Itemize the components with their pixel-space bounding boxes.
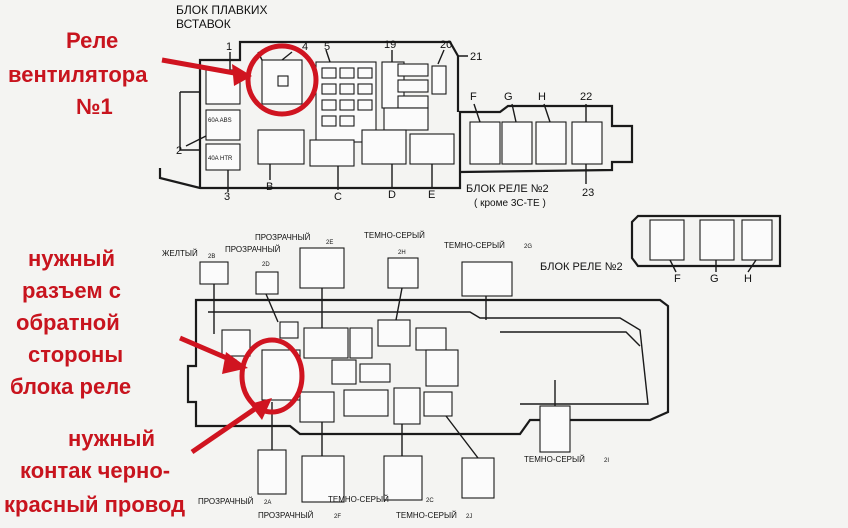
connector-2g-label: 2G [524, 244, 532, 250]
connector-2j-label: 2J [466, 514, 472, 520]
num-23: 23 [582, 187, 594, 199]
annotation-connector-3: обратной [16, 310, 120, 335]
label-g: G [504, 91, 513, 103]
connector-2i-label: 2I [604, 458, 609, 464]
annotation-fan-relay-1: Реле [66, 28, 118, 53]
annotation-connector-1: нужный [28, 246, 115, 271]
except-label: ( кроме 3С-TE ) [474, 198, 546, 209]
label-c: C [334, 191, 342, 203]
fuse-40a-htr [205, 143, 241, 171]
connector-2e [299, 247, 345, 289]
fan-relay-circle [245, 43, 319, 117]
relay-b [257, 129, 305, 165]
connector-2d-label: 2D [262, 262, 270, 268]
connector-2b [199, 261, 229, 285]
annotation-contact-3: красный провод [4, 492, 185, 517]
num-3: 3 [224, 191, 230, 203]
num-19: 19 [384, 39, 396, 51]
transparent-label-4: ПРОЗРАЧНЫЙ [258, 511, 314, 520]
annotation-contact-1: нужный [68, 426, 155, 451]
fuse-60a-abs [205, 109, 241, 141]
annotation-contact-2: контак черно- [20, 458, 170, 483]
annotation-connector-5: блока реле [10, 374, 131, 399]
annotation-connector-4: стороны [28, 342, 123, 367]
annotation-fan-relay-3: №1 [76, 94, 113, 119]
connector-circle [239, 337, 305, 415]
relay-d [361, 129, 407, 165]
label-b: B [266, 181, 273, 193]
fuse-60a-abs-label: 60A ABS [208, 118, 232, 124]
dark-grey-label-5: ТЕМНО-СЕРЫЙ [396, 511, 457, 520]
connector-2f-label: 2F [334, 514, 341, 520]
connector-2h [387, 257, 419, 289]
relay-g [501, 121, 533, 165]
dark-grey-label-4: ТЕМНО-СЕРЫЙ [328, 495, 389, 504]
connector-2d [255, 271, 279, 295]
connector-2b-label: 2B [208, 254, 215, 260]
label-g-right: G [710, 273, 719, 285]
relay-e [409, 133, 455, 165]
connector-2c-label: 2C [426, 498, 434, 504]
relay-c [309, 139, 355, 167]
num-5: 5 [324, 41, 330, 53]
connector-2j [461, 457, 495, 499]
connector-2h-label: 2H [398, 250, 406, 256]
connector-2a [257, 449, 287, 495]
label-h-right: H [744, 273, 752, 285]
connector-2f [383, 455, 423, 501]
relay-h [535, 121, 567, 165]
yellow-label: ЖЕЛТЫЙ [162, 249, 198, 258]
dark-grey-label-2: ТЕМНО-СЕРЫЙ [444, 241, 505, 250]
dark-grey-label-3: ТЕМНО-СЕРЫЙ [524, 455, 585, 464]
relay-block-2-right-label: БЛОК РЕЛЕ №2 [540, 261, 623, 273]
top-fuse-block [158, 40, 634, 192]
connector-2a-label: 2A [264, 500, 271, 506]
label-h: H [538, 91, 546, 103]
dark-grey-label-1: ТЕМНО-СЕРЫЙ [364, 231, 425, 240]
label-f: F [470, 91, 477, 103]
connector-2i [539, 405, 571, 453]
connector-2c [301, 455, 345, 503]
transparent-label-3: ПРОЗРАЧНЫЙ [198, 497, 254, 506]
bottom-junction-block [186, 298, 670, 436]
num-20: 20 [440, 39, 452, 51]
fuse-block-label: БЛОК ПЛАВКИХ [176, 3, 268, 17]
label-f-right: F [674, 273, 681, 285]
fuse-40a-htr-label: 40A HTR [208, 156, 233, 162]
num-2: 2 [176, 145, 182, 157]
fuse-block-label-2: ВСТАВОК [176, 17, 231, 31]
num-22: 22 [580, 91, 592, 103]
connector-2g [461, 261, 513, 297]
connectors [199, 247, 571, 503]
relay-f [469, 121, 501, 165]
relay-block-2-label: БЛОК РЕЛЕ №2 [466, 183, 549, 195]
num-1: 1 [226, 41, 232, 53]
right-relay-block [630, 214, 782, 273]
red-annotations [161, 43, 319, 455]
annotation-fan-relay-2: вентилятора [8, 62, 148, 87]
annotation-connector-2: разъем с [22, 278, 121, 303]
num-21: 21 [470, 51, 482, 63]
label-e: E [428, 189, 435, 201]
label-d: D [388, 189, 396, 201]
connector-2e-label: 2E [326, 240, 333, 246]
transparent-label-1: ПРОЗРАЧНЫЙ [225, 245, 281, 254]
transparent-label-2: ПРОЗРАЧНЫЙ [255, 233, 311, 242]
num-4: 4 [302, 41, 308, 53]
